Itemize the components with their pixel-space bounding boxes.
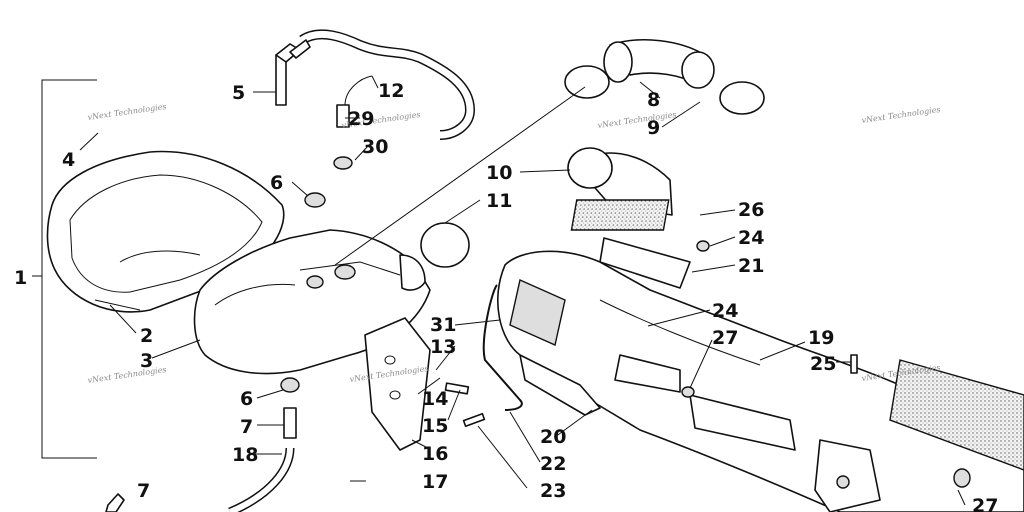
support-rods: [444, 284, 858, 428]
hose-clamp: [420, 65, 765, 268]
callout-8: 8: [647, 89, 660, 111]
callout-20: 20: [540, 426, 566, 448]
callout-24: 24: [712, 300, 738, 322]
callout-6: 6: [270, 172, 283, 194]
watermark: vNext Technologies: [87, 365, 167, 385]
callout-23: 23: [540, 480, 566, 502]
callout-7: 7: [240, 416, 253, 438]
callout-labels: 1 2 3 4 5 6 6 7 7 8 9 10 11 12 13 14 15 …: [14, 80, 998, 512]
vent-fitting: [333, 75, 373, 170]
callout-7: 7: [137, 480, 150, 502]
callout-17: 17: [422, 471, 448, 493]
leader-lines: [79, 75, 966, 506]
callout-22: 22: [540, 453, 566, 475]
callout-19: 19: [808, 327, 834, 349]
callout-27: 27: [712, 327, 738, 349]
breather-hose: [275, 29, 475, 140]
callout-13: 13: [430, 336, 456, 358]
callout-27: 27: [972, 495, 998, 512]
callout-9: 9: [647, 117, 660, 139]
callout-4: 4: [62, 149, 75, 171]
callout-16: 16: [422, 443, 448, 465]
callout-29: 29: [348, 108, 374, 130]
callout-1: 1: [14, 267, 27, 289]
assembly-bracket: [32, 79, 97, 459]
intake-silencer: [497, 250, 1024, 512]
callout-5: 5: [232, 82, 245, 104]
callout-24: 24: [738, 227, 764, 249]
callout-2: 2: [140, 325, 153, 347]
callout-11: 11: [486, 190, 512, 212]
drain-hose: [105, 407, 297, 512]
callout-3: 3: [140, 350, 153, 372]
callout-31: 31: [430, 314, 456, 336]
callout-18: 18: [232, 444, 258, 466]
callout-25: 25: [810, 353, 836, 375]
callout-14: 14: [422, 388, 448, 410]
intake-elbow: [567, 39, 715, 231]
grommet: [280, 192, 326, 393]
callout-26: 26: [738, 199, 764, 221]
watermark: vNext Technologies: [861, 105, 941, 125]
mounting-bracket: [364, 317, 431, 451]
callout-10: 10: [486, 162, 512, 184]
watermark: vNext Technologies: [597, 110, 677, 130]
callout-6: 6: [240, 388, 253, 410]
callout-30: 30: [362, 136, 388, 158]
callout-12: 12: [378, 80, 404, 102]
callout-21: 21: [738, 255, 764, 277]
watermark: vNext Technologies: [87, 102, 167, 122]
callout-15: 15: [422, 415, 448, 437]
